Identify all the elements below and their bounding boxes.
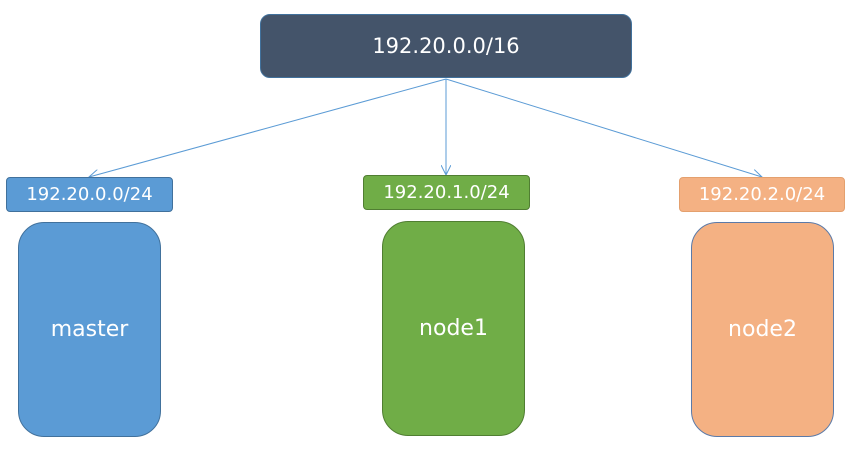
node-box-master: master (18, 222, 161, 437)
connector-to-subnet-2 (445, 78, 762, 177)
node-box-node2: node2 (691, 222, 834, 437)
node-box-node1: node1 (382, 221, 525, 436)
root-network-box: 192.20.0.0/16 (260, 14, 632, 78)
subnet-box-node2: 192.20.2.0/24 (679, 177, 845, 212)
subnet-box-master: 192.20.0.0/24 (6, 177, 173, 212)
connector-to-subnet-0 (89, 78, 447, 177)
subnet-box-node1: 192.20.1.0/24 (363, 175, 530, 210)
